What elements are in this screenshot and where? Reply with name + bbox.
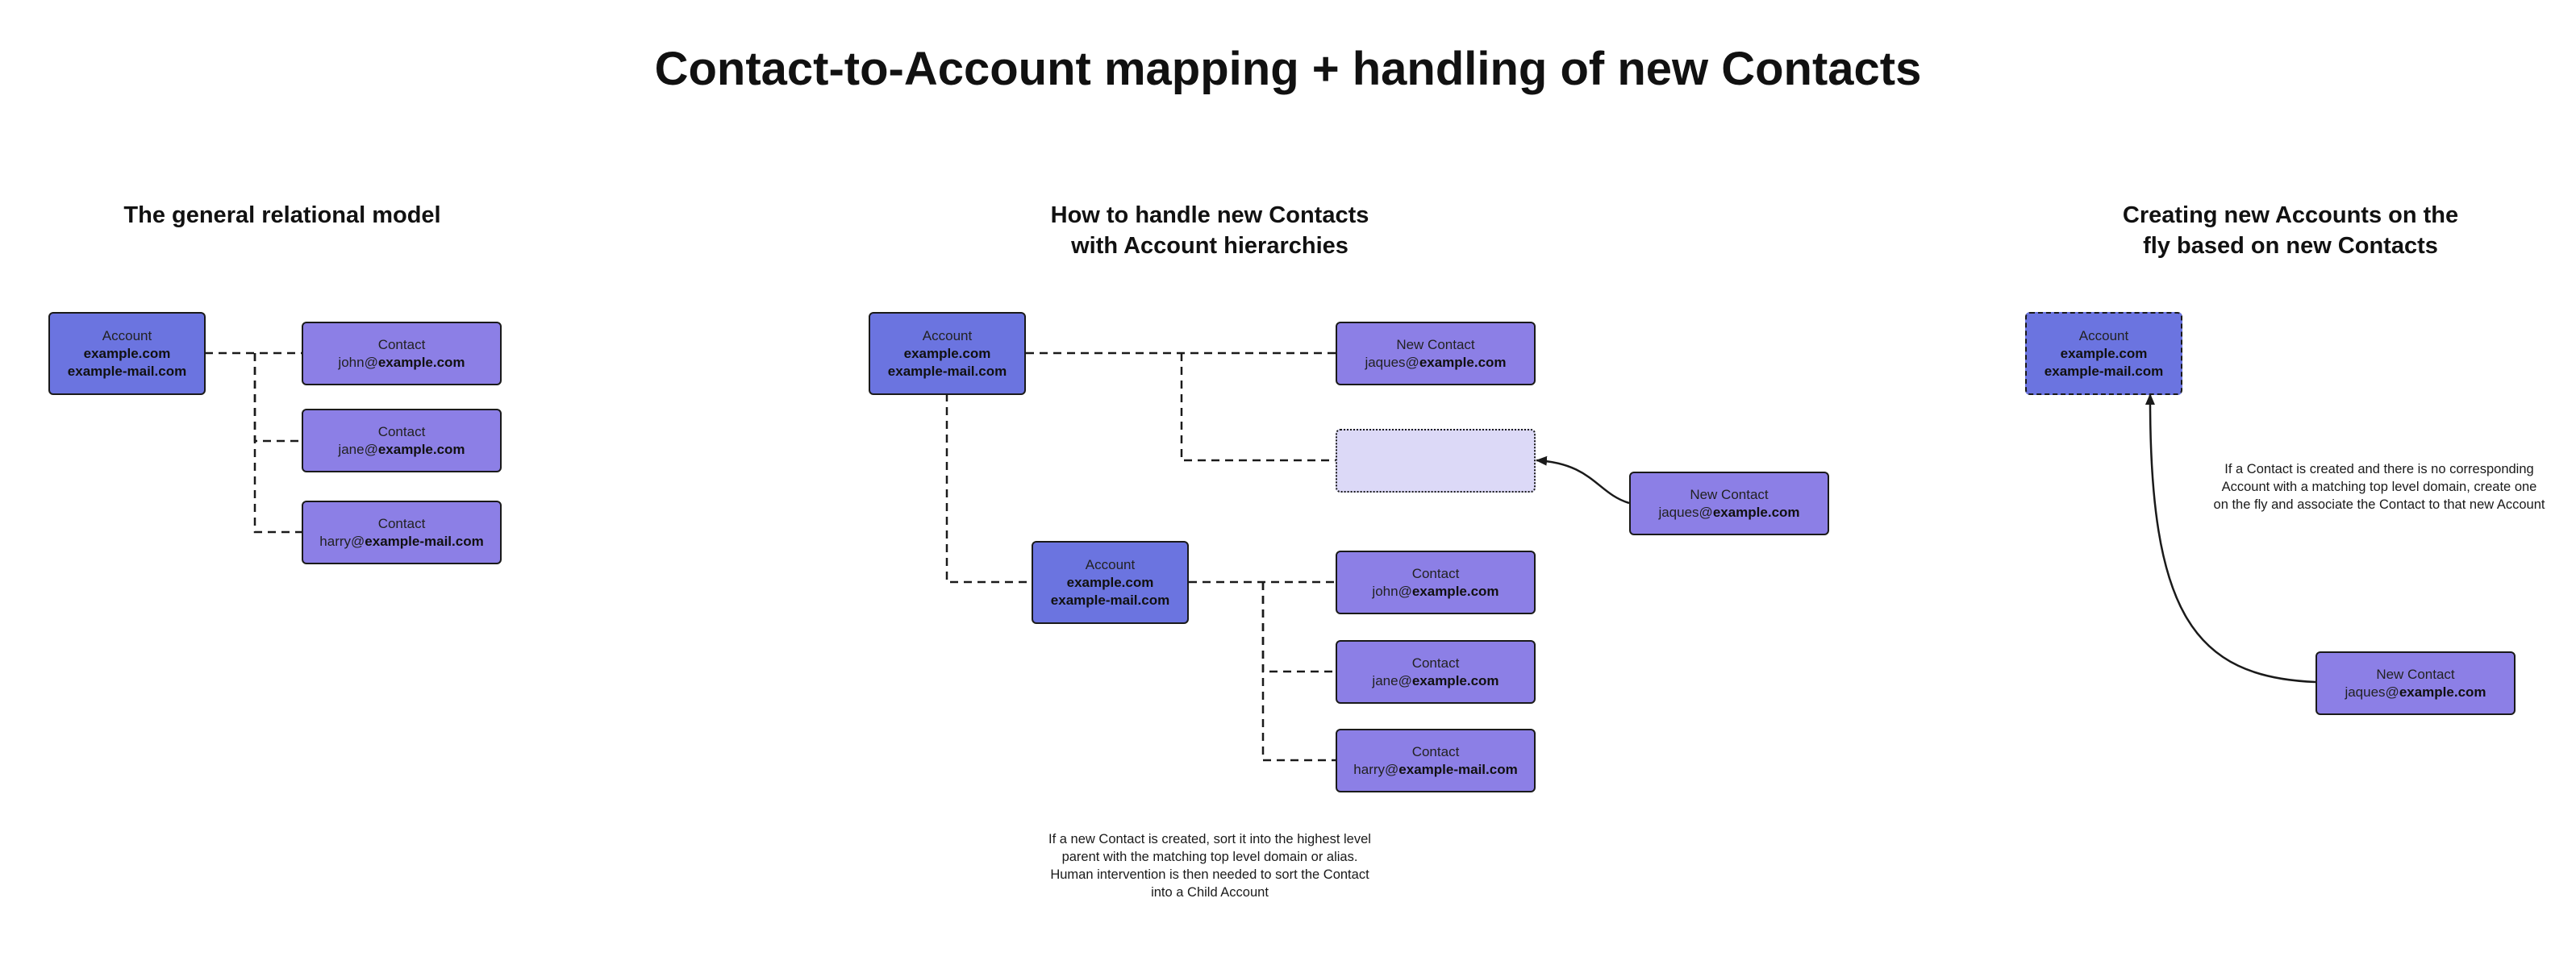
account-label: Account	[102, 327, 152, 343]
account-domain-alias: example-mail.com	[67, 363, 187, 379]
new-contact-label: New Contact	[2376, 666, 2455, 682]
account-domain: example.com	[2060, 345, 2148, 361]
contact-email: jane@example.com	[1372, 672, 1498, 690]
contact-label: Contact	[1411, 565, 1460, 581]
email-domain: example.com	[1419, 354, 1507, 370]
new-account-note-line1: If a Contact is created and there is no …	[2224, 462, 2534, 476]
email-user: jaques@	[2345, 684, 2399, 700]
account-label: Account	[1085, 556, 1136, 572]
child-contact-node-harry[interactable]: Contact harry@example-mail.com	[1336, 729, 1536, 792]
new-account-note: If a Contact is created and there is no …	[2178, 460, 2576, 514]
email-domain: example.com	[1712, 504, 1800, 520]
contact-email: harry@example-mail.com	[1353, 761, 1517, 779]
child-contact-node-jane[interactable]: Contact jane@example.com	[1336, 640, 1536, 704]
email-user: harry@	[319, 533, 365, 549]
email-domain: example.com	[1411, 583, 1499, 599]
contact-node-harry[interactable]: Contact harry@example-mail.com	[302, 501, 502, 564]
hierarchy-note: If a new Contact is created, sort it int…	[976, 830, 1444, 901]
hierarchy-note-line3: Human intervention is then needed to sor…	[1050, 867, 1369, 882]
account-domain-alias: example-mail.com	[2044, 363, 2164, 379]
hierarchy-note-line2: parent with the matching top level domai…	[1061, 850, 1358, 864]
contact-email: jaques@example.com	[1658, 504, 1799, 522]
email-user: jane@	[1372, 672, 1412, 688]
new-contact-label: New Contact	[1396, 336, 1475, 352]
contact-label: Contact	[1411, 655, 1460, 671]
email-domain: example.com	[377, 441, 465, 457]
section-title-new-accounts-line2: fly based on new Contacts	[2143, 233, 2438, 259]
section-title-hierarchies: How to handle new Contacts with Account …	[968, 200, 1452, 261]
email-domain: example-mail.com	[1398, 761, 1518, 777]
connector-account-harry	[253, 353, 302, 534]
contact-email: jaques@example.com	[2345, 684, 2486, 701]
contact-node-john[interactable]: Contact john@example.com	[302, 322, 502, 385]
new-account-note-line3: on the fly and associate the Contact to …	[2213, 497, 2545, 512]
email-domain: example.com	[2399, 684, 2486, 700]
parent-account-node[interactable]: Account example.com example-mail.com	[869, 312, 1026, 395]
connector-parent-child	[945, 393, 1032, 584]
page-title: Contact-to-Account mapping + handling of…	[654, 43, 1922, 95]
account-label: Account	[2078, 327, 2129, 343]
account-domain-alias: example-mail.com	[887, 363, 1007, 379]
contact-node-jane[interactable]: Contact jane@example.com	[302, 409, 502, 472]
contact-email: john@example.com	[338, 354, 465, 372]
email-user: john@	[338, 354, 378, 370]
hierarchy-note-line1: If a new Contact is created, sort it int…	[1048, 832, 1371, 846]
account-domain: example.com	[83, 345, 171, 361]
new-contact-node-onthefly[interactable]: New Contact jaques@example.com	[2315, 651, 2516, 715]
section-title-new-accounts-line1: Creating new Accounts on the	[2122, 202, 2459, 228]
email-user: harry@	[1353, 761, 1399, 777]
email-domain: example-mail.com	[365, 533, 484, 549]
section-title-hierarchies-line2: with Account hierarchies	[1071, 233, 1348, 259]
email-domain: example.com	[377, 354, 465, 370]
email-user: jaques@	[1658, 504, 1713, 520]
hierarchy-note-line4: into a Child Account	[1151, 885, 1269, 900]
connector-account-jane	[253, 353, 302, 443]
account-domain-alias: example-mail.com	[1050, 592, 1170, 608]
account-domain: example.com	[1066, 574, 1154, 590]
section-title-new-accounts: Creating new Accounts on the fly based o…	[2049, 200, 2532, 261]
arrow-newcontact-to-account	[2145, 393, 2316, 684]
contact-email: harry@example-mail.com	[319, 533, 483, 551]
contact-email: jaques@example.com	[1365, 354, 1506, 372]
child-contact-node-john[interactable]: Contact john@example.com	[1336, 551, 1536, 614]
section-title-general: The general relational model	[123, 202, 441, 228]
contact-label: Contact	[1411, 743, 1460, 759]
email-domain: example.com	[1411, 672, 1499, 688]
arrow-newcontact-to-placeholder	[1536, 455, 1630, 505]
new-contact-node-sorted[interactable]: New Contact jaques@example.com	[1336, 322, 1536, 385]
contact-email: jane@example.com	[338, 441, 465, 459]
account-node[interactable]: Account example.com example-mail.com	[48, 312, 206, 395]
contact-label: Contact	[377, 423, 426, 439]
child-account-node[interactable]: Account example.com example-mail.com	[1032, 541, 1189, 624]
contact-label: Contact	[377, 336, 426, 352]
new-contact-label: New Contact	[1690, 486, 1769, 502]
contact-email: john@example.com	[1372, 583, 1498, 601]
new-account-node[interactable]: Account example.com example-mail.com	[2025, 312, 2182, 395]
email-user: jaques@	[1365, 354, 1419, 370]
account-label: Account	[922, 327, 973, 343]
email-user: jane@	[338, 441, 378, 457]
new-account-note-line2: Account with a matching top level domain…	[2221, 480, 2537, 494]
connector-parent-placeholder	[1180, 353, 1336, 462]
email-user: john@	[1372, 583, 1412, 599]
contact-label: Contact	[377, 515, 426, 531]
new-contact-placeholder[interactable]	[1336, 429, 1536, 493]
connector-child-jane	[1261, 582, 1336, 673]
section-title-hierarchies-line1: How to handle new Contacts	[1050, 202, 1369, 228]
account-domain: example.com	[903, 345, 991, 361]
new-contact-node-incoming[interactable]: New Contact jaques@example.com	[1629, 472, 1829, 535]
connector-child-harry	[1261, 582, 1336, 762]
